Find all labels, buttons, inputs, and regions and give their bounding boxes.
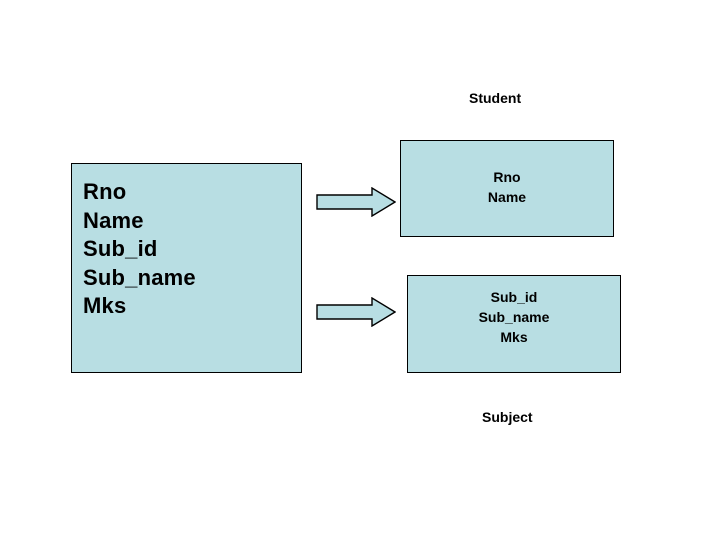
student-attribute-rno: Rno xyxy=(493,169,521,185)
subject-attribute-sub-id: Sub_id xyxy=(490,289,538,305)
student-table-box[interactable]: Rno Name xyxy=(400,140,614,237)
attribute-rno: Rno xyxy=(83,179,127,204)
attribute-name: Name xyxy=(83,207,144,233)
subject-attribute-sub-name: Sub_name xyxy=(478,309,550,325)
unnormalized-attribute-list: Rno Name Sub_id Sub_name Mks xyxy=(83,178,301,321)
subject-attribute-mks: Mks xyxy=(500,329,528,345)
attribute-mks: Mks xyxy=(83,293,127,318)
subject-table-box[interactable]: Sub_id Sub_name Mks xyxy=(407,275,621,373)
attribute-sub-name: Sub_name xyxy=(83,264,196,290)
arrow-to-student-icon xyxy=(316,186,397,218)
attribute-sub-id: Sub_id xyxy=(83,236,158,261)
student-attribute-list: Rno Name xyxy=(401,167,613,207)
student-attribute-name: Name xyxy=(487,189,527,205)
subject-caption: Subject xyxy=(482,409,533,425)
arrow-to-subject-icon xyxy=(316,296,397,328)
subject-attribute-list: Sub_id Sub_name Mks xyxy=(408,287,620,347)
student-caption: Student xyxy=(469,90,522,106)
unnormalized-table-box[interactable]: Rno Name Sub_id Sub_name Mks xyxy=(71,163,302,373)
